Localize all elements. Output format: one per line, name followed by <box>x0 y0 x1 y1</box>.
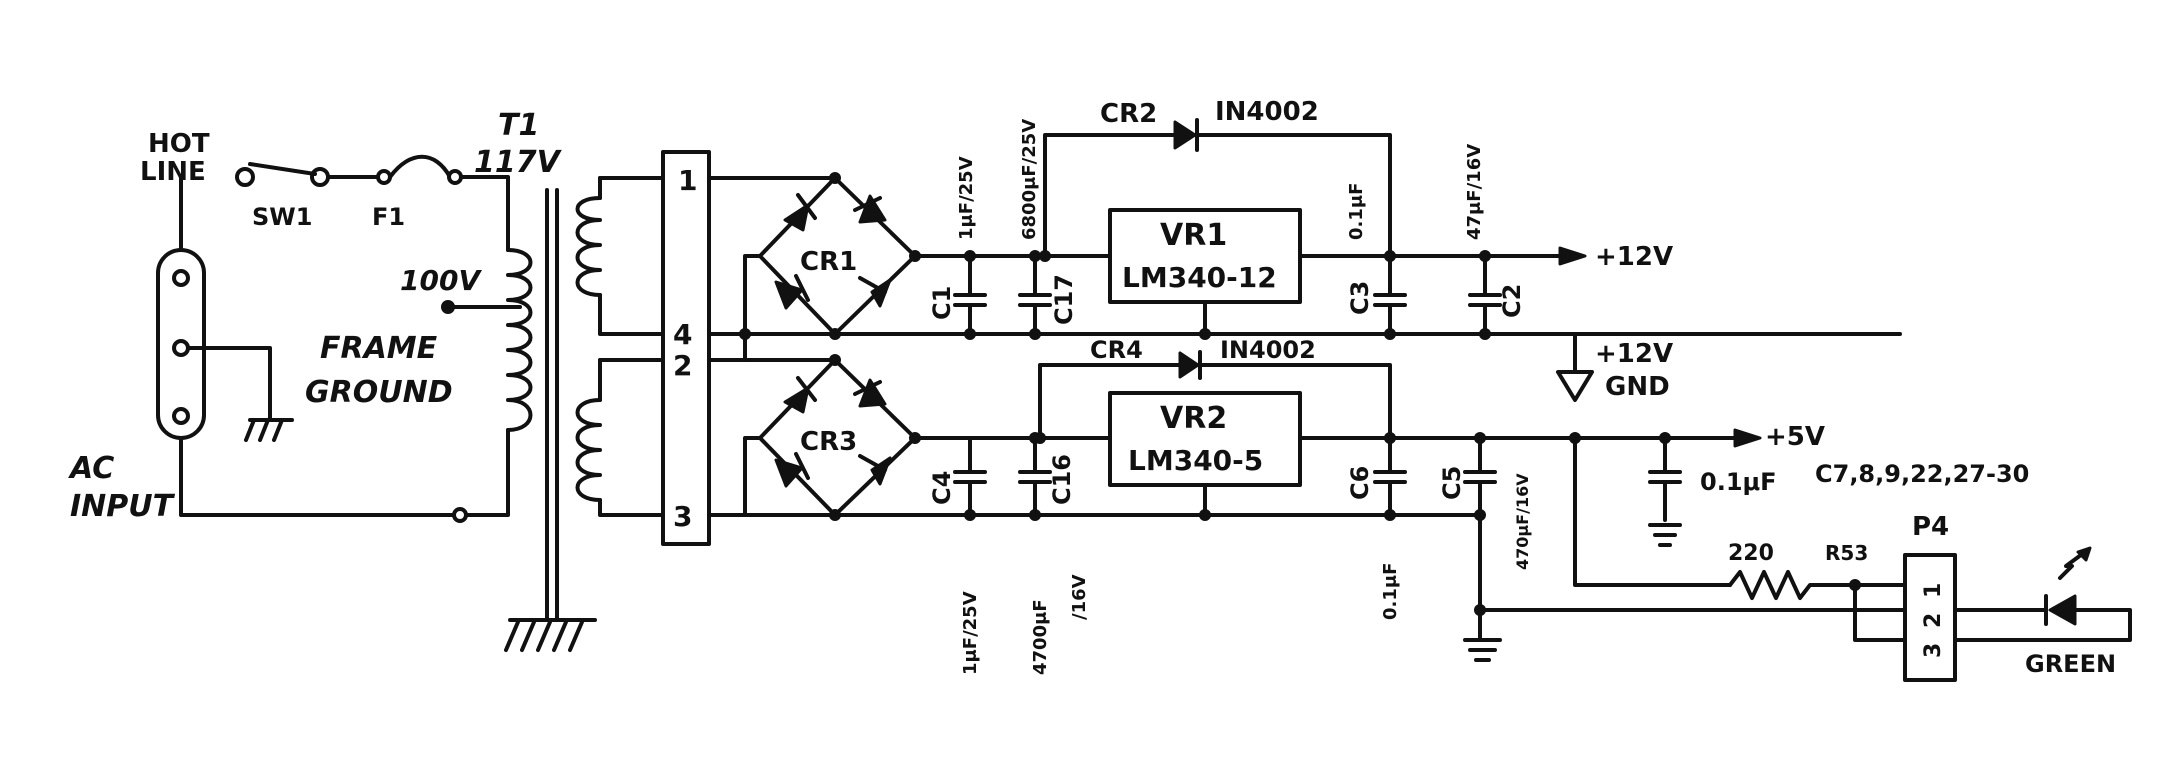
c3-value: 0.1μF <box>1346 183 1367 240</box>
p4-pin1-label: 1 <box>1921 583 1946 598</box>
transformer-t1 <box>441 176 665 652</box>
c5-label: C5 <box>1438 466 1466 500</box>
cap-refs-label: C7,8,9,22,27-30 <box>1815 460 2029 488</box>
frame-label: FRAME <box>320 331 438 366</box>
c1-label: C1 <box>928 286 956 320</box>
input-label: INPUT <box>70 489 176 524</box>
f1-label: F1 <box>372 203 405 231</box>
c17-value: 6800μF/25V <box>1019 119 1040 240</box>
ac-label: AC <box>68 451 114 486</box>
c16-value-2: /16V <box>1069 574 1090 620</box>
out-5v-label: +5V <box>1765 422 1825 452</box>
p4-pin3-label: 3 <box>1921 643 1946 658</box>
cr2-part: IN4002 <box>1215 97 1319 127</box>
pin3-label: 3 <box>673 500 692 533</box>
bridge-wiring <box>707 172 1902 521</box>
cr3-label: CR3 <box>800 427 857 457</box>
vr2-label: VR2 <box>1160 401 1227 436</box>
t1-label: T1 <box>498 108 539 143</box>
cap-01-label: 0.1μF <box>1700 468 1777 496</box>
rail-5v <box>913 350 1907 662</box>
pin1-label: 1 <box>678 164 697 197</box>
vr2-part: LM340-5 <box>1128 444 1263 477</box>
v100-label: 100V <box>400 264 482 297</box>
cr4-label: CR4 <box>1090 336 1143 364</box>
c16-label: C16 <box>1048 454 1076 505</box>
ground-label: GROUND <box>305 375 453 410</box>
c6-value: 0.1μF <box>1380 563 1401 620</box>
c1-value: 1μF/25V <box>956 156 977 240</box>
led-green <box>1953 546 2132 642</box>
c5-value: 470μF/16V <box>1513 473 1532 570</box>
c17-label: C17 <box>1050 274 1078 325</box>
led-label: GREEN <box>2025 650 2116 678</box>
cr4-part: IN4002 <box>1220 336 1316 364</box>
line-label: LINE <box>140 157 206 187</box>
c2-label: C2 <box>1498 284 1526 318</box>
hot-label: HOT <box>148 129 210 159</box>
cr2-label: CR2 <box>1100 99 1157 129</box>
cr1-label: CR1 <box>800 247 857 277</box>
gnd-12v-label-2: GND <box>1605 372 1670 402</box>
c6-label: C6 <box>1346 466 1374 500</box>
ac-plug <box>156 248 206 440</box>
p4-connector <box>1903 553 1957 682</box>
v117-label: 117V <box>474 145 563 180</box>
vr1-part: LM340-12 <box>1122 261 1277 294</box>
c3-label: C3 <box>1346 281 1374 315</box>
r-ref-label: R53 <box>1825 541 1868 565</box>
gnd-12v-label-1: +12V <box>1595 339 1673 369</box>
labels: HOT LINE SW1 F1 T1 117V 100V FRAME GROUN… <box>68 97 2116 678</box>
p4-label: P4 <box>1912 512 1949 542</box>
pin4-label: 4 <box>673 318 692 351</box>
p4-pin2-label: 2 <box>1921 613 1946 628</box>
c4-value: 1μF/25V <box>960 591 981 675</box>
r-value-label: 220 <box>1728 541 1774 566</box>
vr1-label: VR1 <box>1160 218 1227 253</box>
c2-value: 47μF/16V <box>1464 144 1485 240</box>
out-12v-label: +12V <box>1595 242 1673 272</box>
rail-12v <box>913 118 1594 402</box>
pin2-label: 2 <box>673 349 692 382</box>
c16-value-1: 4700μF <box>1030 599 1051 675</box>
c4-label: C4 <box>928 471 956 505</box>
ac-wiring <box>179 154 510 523</box>
sw1-label: SW1 <box>252 203 312 231</box>
connector-block <box>661 150 711 546</box>
